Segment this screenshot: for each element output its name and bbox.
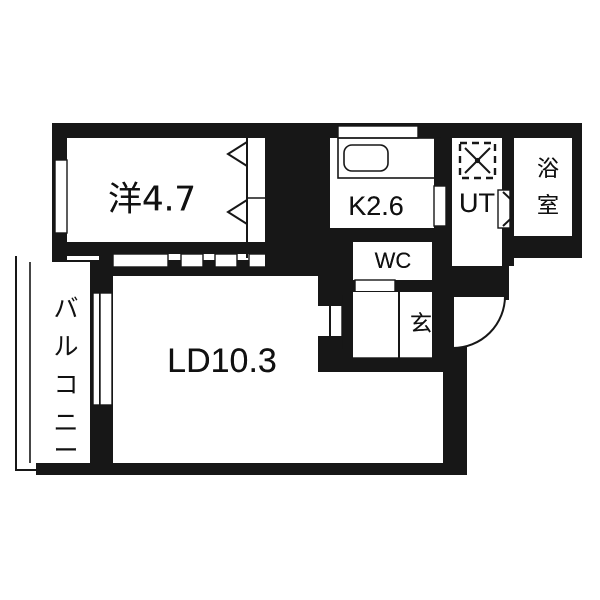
room-bathroom: 浴 室 <box>514 138 572 236</box>
wall-bedroom-bottom-lower <box>99 267 279 276</box>
wall-kitchen-bottom <box>330 228 452 242</box>
entrance-label: 玄 <box>410 312 432 337</box>
wall-bedroom-left-foot <box>52 242 112 256</box>
toilet-label-top: WC <box>375 248 412 273</box>
kitchen-window-top <box>337 125 419 139</box>
western-room-floor <box>67 138 265 260</box>
wall-entrance-bottom <box>330 358 455 372</box>
wall-kitchen-ut-upper <box>434 138 452 186</box>
kitchen-sink <box>343 144 389 172</box>
kitchen-ut-door <box>433 185 447 227</box>
balcony-label-char-0: バ <box>53 294 78 323</box>
washer-space <box>458 141 497 180</box>
kitchen-label-top: K2.6 <box>348 191 404 221</box>
wall-ut-bath-upper <box>502 138 514 190</box>
entrance-label-top: 玄 <box>410 312 432 337</box>
ld-floor-right <box>325 370 455 463</box>
balcony-label-char-3: ニ <box>53 408 78 437</box>
living-dining-label-top: LD10.3 <box>167 342 277 380</box>
balcony-label: バ ル コ ニ ー <box>53 294 78 465</box>
wall-closet-right <box>265 138 278 258</box>
room-utility: UT <box>452 138 523 266</box>
entrance-floor <box>353 292 441 370</box>
toilet-floor <box>353 240 432 280</box>
balcony-label-char-2: コ <box>53 370 78 399</box>
closet-folding-door-icon-lower <box>226 199 248 225</box>
balcony-floor <box>36 262 98 463</box>
front-door-swing-arc <box>452 295 507 350</box>
western-room-label-top: 洋4.7 <box>108 180 196 220</box>
bathroom-floor <box>514 138 572 236</box>
closet-folding-door-icon-upper <box>226 141 248 167</box>
wall-ld-entrance-left-lower <box>318 336 342 372</box>
wall-entrance-right <box>432 228 452 370</box>
washer-space-center-dot <box>474 157 481 164</box>
kitchen-label: K2.6 <box>348 191 404 221</box>
bathroom-label-top-0: 浴 <box>537 157 559 182</box>
bathroom-label-top-1: 室 <box>537 194 559 219</box>
balcony: バ ル コ ニ ー <box>15 256 108 475</box>
window-seg-1 <box>112 253 169 268</box>
utility-label-top: UT <box>459 188 495 218</box>
window-seg-3 <box>214 253 238 268</box>
window-seg-2 <box>180 253 204 268</box>
wall-ld-bottom <box>99 463 467 475</box>
balcony-label-char-1: ル <box>53 332 78 361</box>
balcony-label-char-4: ー <box>53 436 78 465</box>
living-dining-label: LD10.3 <box>167 342 277 380</box>
utility-label-u: UT <box>459 188 495 218</box>
wall-wc-left <box>341 228 353 292</box>
wall-ld-right <box>443 370 467 475</box>
toilet-label: WC <box>375 248 412 273</box>
bathroom-label-char-0: 浴 <box>537 157 559 182</box>
ld-floor-main <box>113 267 325 463</box>
room-living-dining: LD10.3 <box>113 267 455 463</box>
western-room-label: 洋4.7 <box>108 180 196 220</box>
bathroom-label-char-1: 室 <box>537 194 559 219</box>
western-room-window-left <box>54 159 68 234</box>
room-western: 洋4.7 <box>54 138 278 260</box>
ld-balcony-sliding-door <box>99 292 113 406</box>
wall-wc-bottom-stub <box>341 280 355 292</box>
labels-top-layer: 洋4.7 K2.6 UT 浴 室 WC 玄 LD10.3 <box>108 157 559 380</box>
wall-detail-overlays <box>52 138 582 475</box>
wall-bedroom-bottom-upper <box>99 242 279 254</box>
wall-below-bathroom <box>502 236 582 258</box>
toilet-door <box>354 279 396 293</box>
